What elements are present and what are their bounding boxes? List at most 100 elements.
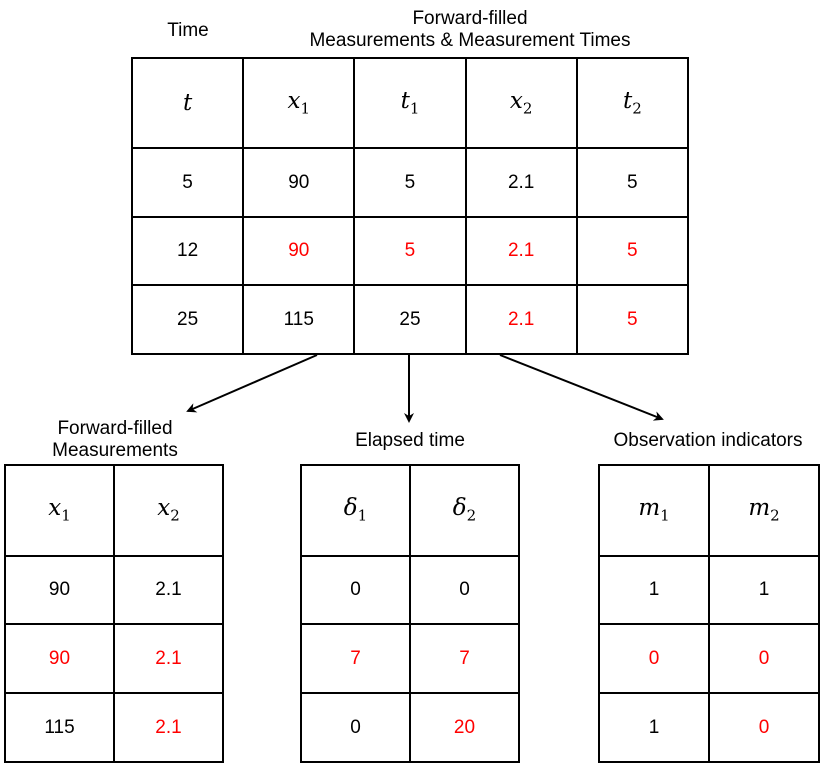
- column-header: m2: [708, 464, 820, 557]
- table-cell: 90: [242, 147, 356, 218]
- table-cell: 2.1: [464, 284, 578, 355]
- table-cell: 25: [130, 284, 245, 355]
- header-subscript: 1: [300, 99, 311, 118]
- column-header: x2: [113, 464, 224, 557]
- table-cell: 5: [353, 215, 467, 287]
- header-symbol: t: [622, 88, 633, 115]
- table-cell: 0: [409, 554, 520, 626]
- header-symbol: t: [400, 88, 410, 115]
- table-cell: 7: [300, 623, 411, 695]
- column-header: t1: [353, 56, 467, 150]
- arrow-to-observation-indicators: [499, 354, 664, 421]
- header-symbol: t: [182, 90, 193, 117]
- table-cell: 1: [598, 692, 710, 763]
- table-cell: 5: [575, 215, 689, 287]
- column-header: δ2: [409, 464, 520, 557]
- header-symbol: m: [748, 495, 771, 522]
- header-subscript: 2: [522, 99, 533, 118]
- table-cell: 5: [353, 147, 467, 218]
- table-cell: 5: [130, 147, 245, 218]
- header-symbol: x: [157, 495, 171, 522]
- header-subscript: 2: [466, 507, 477, 526]
- table-cell: 2.1: [113, 623, 224, 695]
- table-cell: 0: [708, 623, 820, 695]
- column-header: t: [130, 56, 245, 150]
- header-subscript: 1: [409, 99, 420, 118]
- column-header: t2: [575, 56, 689, 150]
- observation-indicators-label: Observation indicators: [613, 430, 803, 451]
- forward-filled-line1: Forward-filled: [412, 8, 528, 29]
- table-cell: 20: [409, 692, 520, 763]
- table-cell: 2.1: [464, 215, 578, 287]
- table-cell: 90: [4, 554, 115, 626]
- table-cell: 5: [575, 284, 689, 355]
- table-cell: 0: [300, 554, 411, 626]
- header-symbol: x: [287, 88, 301, 115]
- header-subscript: 2: [632, 99, 642, 118]
- column-header: m1: [598, 464, 710, 557]
- table-cell: 0: [300, 692, 411, 763]
- table-cell: 115: [4, 692, 115, 763]
- measurements-label-line2: Measurements: [52, 440, 178, 461]
- table-cell: 25: [353, 284, 467, 355]
- table-cell: 5: [575, 147, 689, 218]
- column-header: x1: [242, 56, 356, 150]
- table-cell: 2.1: [113, 554, 224, 626]
- header-subscript: 2: [170, 507, 180, 526]
- table-cell: 12: [130, 215, 245, 287]
- table-cell: 2.1: [464, 147, 578, 218]
- header-subscript: 2: [770, 507, 780, 526]
- arrow-to-measurements: [186, 354, 318, 413]
- column-header: δ1: [300, 464, 411, 557]
- header-symbol: x: [48, 495, 62, 522]
- table-cell: 0: [598, 623, 710, 695]
- table-cell: 1: [598, 554, 710, 626]
- measurements-label-line1: Forward-filled: [57, 418, 173, 439]
- forward-filled-measurements-times-label: Forward-filled Measurements & Measuremen…: [260, 8, 680, 52]
- table-cell: 2.1: [113, 692, 224, 763]
- column-header: x2: [464, 56, 578, 150]
- header-subscript: 1: [660, 507, 670, 526]
- forward-filled-line2: Measurements & Measurement Times: [309, 30, 631, 51]
- elapsed-time-label: Elapsed time: [355, 430, 465, 451]
- table-cell: 90: [4, 623, 115, 695]
- header-symbol: δ: [452, 495, 467, 522]
- forward-filled-measurements-label: Forward-filled Measurements: [20, 418, 210, 462]
- header-subscript: 1: [357, 507, 368, 526]
- table-cell: 90: [242, 215, 356, 287]
- time-label: Time: [167, 20, 209, 41]
- header-symbol: δ: [343, 495, 358, 522]
- table-cell: 115: [242, 284, 356, 355]
- column-header: x1: [4, 464, 115, 557]
- table-cell: 7: [409, 623, 520, 695]
- header-symbol: x: [509, 88, 523, 115]
- table-cell: 0: [708, 692, 820, 763]
- header-subscript: 1: [61, 507, 71, 526]
- header-symbol: m: [638, 495, 661, 522]
